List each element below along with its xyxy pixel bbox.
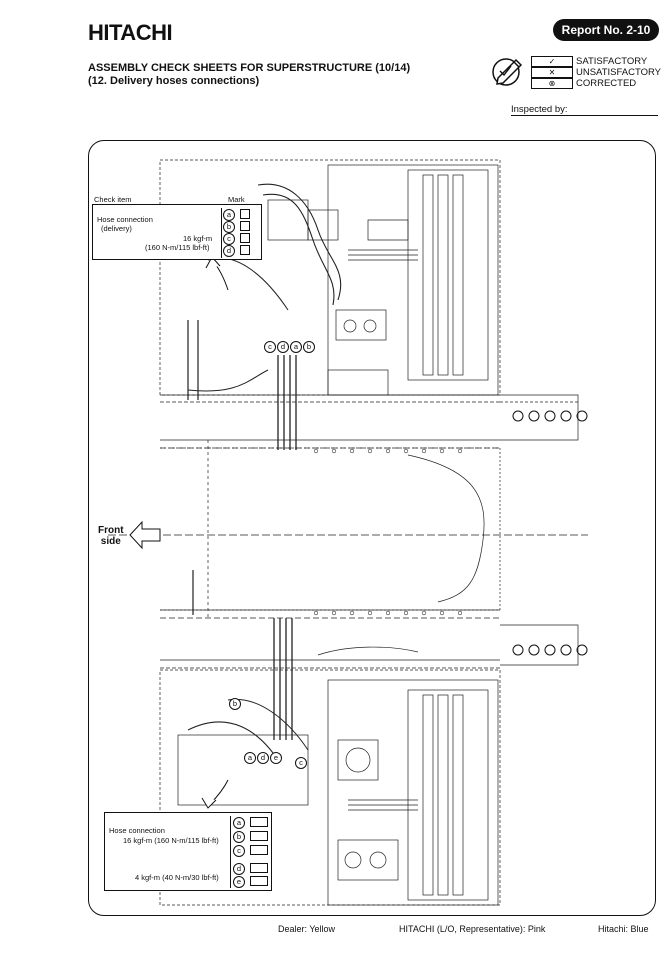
torque-value-converted: (160 N-m/115 lbf-ft) xyxy=(145,243,210,252)
check-item-label: Check item xyxy=(94,195,132,204)
legend-satisfactory: ✓ SATISFACTORY xyxy=(531,56,661,67)
dealer-copy-label: Dealer: Yellow xyxy=(278,924,336,934)
hose-marker-a: a xyxy=(244,752,256,764)
superstructure-drawing xyxy=(108,159,588,906)
sheet-subtitle: (12. Delivery hoses connections) xyxy=(88,75,260,87)
check-box-d[interactable] xyxy=(250,863,268,873)
mark-b: b xyxy=(233,831,245,843)
check-box-b[interactable] xyxy=(240,221,250,231)
legend-corrected: ⊗ CORRECTED xyxy=(531,78,661,89)
hose-marker-b: b xyxy=(303,341,315,353)
inspected-by-signature-line[interactable] xyxy=(511,115,658,116)
torque-value-16: 16 kgf-m (160 N-m/115 lbf-ft) xyxy=(123,836,219,845)
torque-value: 16 kgf-m xyxy=(183,234,213,243)
inspected-by-label: Inspected by: xyxy=(511,104,568,115)
legend-symbol: ⊗ xyxy=(531,78,573,89)
mark-e: e xyxy=(233,876,245,888)
check-box-d[interactable] xyxy=(240,245,250,255)
hose-connection-label: Hose connection xyxy=(109,826,165,835)
legend-unsatisfactory: ✕ UNSATISFACTORY xyxy=(531,67,661,78)
mark-c: c xyxy=(233,845,245,857)
hose-marker-c: c xyxy=(295,757,307,769)
mark-a: a xyxy=(223,209,235,221)
check-box-b[interactable] xyxy=(250,831,268,841)
report-number-badge: Report No. 2-10 xyxy=(553,19,659,41)
hose-marker-b: b xyxy=(229,698,241,710)
drawing-frame xyxy=(88,140,656,916)
torque-value-4: 4 kgf-m (40 N-m/30 lbf-ft) xyxy=(135,873,219,882)
sheet-title: ASSEMBLY CHECK SHEETS FOR SUPERSTRUCTURE… xyxy=(88,62,411,74)
hose-marker-a: a xyxy=(290,341,302,353)
legend-label: CORRECTED xyxy=(576,78,637,89)
hose-connection-label: Hose connection xyxy=(97,215,153,224)
inspection-legend: ✓ SATISFACTORY ✕ UNSATISFACTORY ⊗ CORREC… xyxy=(531,56,661,89)
top-check-panel: Hose connection (delivery) 16 kgf-m (160… xyxy=(92,204,262,260)
mark-d: d xyxy=(233,863,245,875)
hose-delivery-label: (delivery) xyxy=(101,224,132,233)
mark-d: d xyxy=(223,245,235,257)
check-box-e[interactable] xyxy=(250,876,268,886)
legend-symbol: ✕ xyxy=(531,67,573,78)
legend-symbol: ✓ xyxy=(531,56,573,67)
check-box-a[interactable] xyxy=(240,209,250,219)
hose-marker-c: c xyxy=(264,341,276,353)
hose-marker-e: e xyxy=(270,752,282,764)
hose-marker-d: d xyxy=(257,752,269,764)
pencil-check-icon xyxy=(492,58,523,86)
check-box-c[interactable] xyxy=(240,233,250,243)
hitachi-copy-label: Hitachi: Blue xyxy=(598,924,649,934)
hitachi-lo-copy-label: HITACHI (L/O, Representative): Pink xyxy=(399,924,546,934)
hose-marker-d: d xyxy=(277,341,289,353)
legend-label: UNSATISFACTORY xyxy=(576,67,661,78)
check-box-a[interactable] xyxy=(250,817,268,827)
mark-label: Mark xyxy=(228,195,245,204)
mark-c: c xyxy=(223,233,235,245)
check-box-c[interactable] xyxy=(250,845,268,855)
mark-b: b xyxy=(223,221,235,233)
front-side-label: Front side xyxy=(98,525,124,547)
legend-label: SATISFACTORY xyxy=(576,56,648,67)
mark-a: a xyxy=(233,817,245,829)
bottom-check-panel: Hose connection 16 kgf-m (160 N-m/115 lb… xyxy=(104,812,272,891)
hitachi-logo: HITACHI xyxy=(88,20,173,45)
